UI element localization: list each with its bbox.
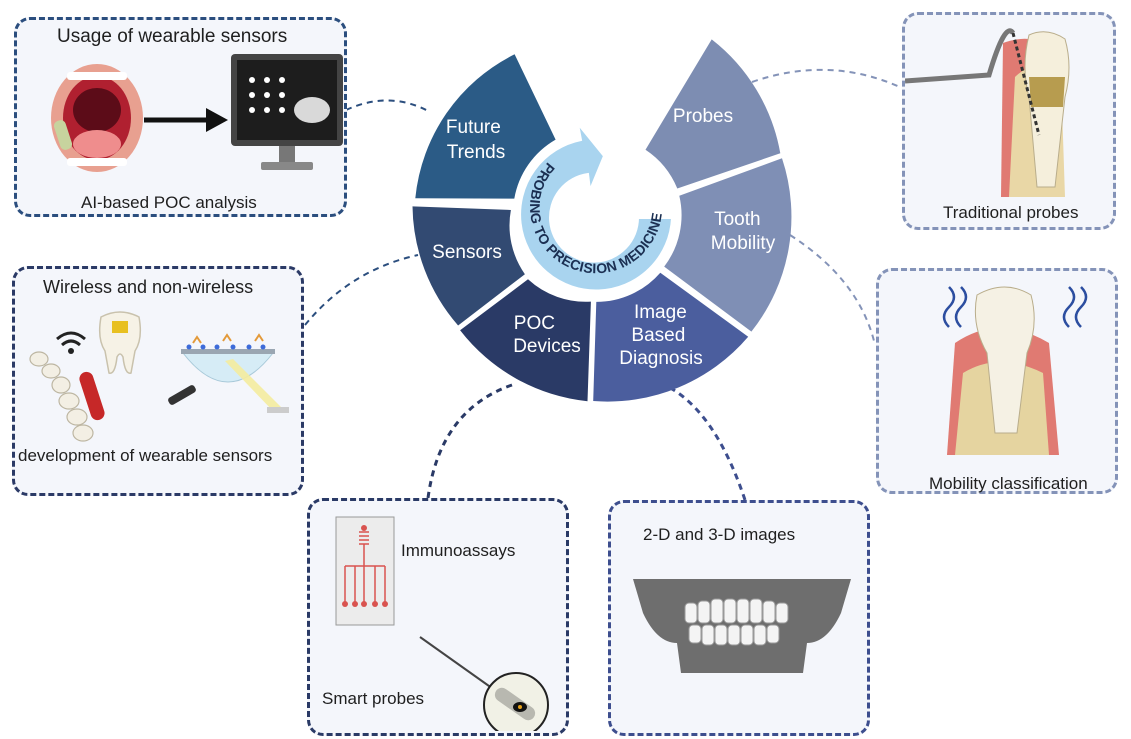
panel-traditional-probes: Traditional probes bbox=[902, 12, 1116, 230]
label-poc-devices: POC Devices bbox=[513, 313, 581, 357]
segment-tooth-mobility[interactable] bbox=[664, 158, 792, 332]
panel-caption: Traditional probes bbox=[943, 203, 1079, 222]
tooth-icon bbox=[98, 311, 142, 374]
connector-future bbox=[345, 99, 431, 113]
panel-caption: development of wearable sensors bbox=[18, 446, 273, 465]
jaw-skull-icon bbox=[633, 579, 851, 673]
connector-image bbox=[664, 383, 747, 501]
connector-poc bbox=[426, 383, 513, 499]
label-tooth-mobility: Tooth Mobility bbox=[711, 209, 776, 254]
segment-probes[interactable] bbox=[645, 39, 781, 189]
label-probes: Probes bbox=[673, 106, 733, 127]
label-future-trends: Future Trends bbox=[446, 117, 506, 163]
panel-wearable-usage: Usage of wearable sensors AI-based POC a… bbox=[14, 17, 347, 217]
dental-arch-icon bbox=[29, 351, 105, 442]
connector-probes bbox=[751, 68, 903, 89]
panel-caption: Mobility classification bbox=[929, 474, 1088, 493]
panel-title: Usage of wearable sensors bbox=[57, 26, 288, 47]
panel-mobility: Mobility classification bbox=[876, 268, 1118, 494]
panel-imaging: 2-D and 3-D images bbox=[608, 500, 870, 736]
arrow-right-icon bbox=[144, 108, 228, 132]
segment-sensors[interactable] bbox=[412, 206, 525, 326]
ring-arrow bbox=[519, 123, 674, 292]
segment-poc-devices[interactable] bbox=[460, 279, 591, 402]
panel-wireless: Wireless and non-wireless development of… bbox=[12, 266, 304, 496]
segment-future-trends[interactable] bbox=[415, 54, 556, 199]
biosensor-icon bbox=[168, 333, 289, 413]
label-image-based: Image Based Diagnosis bbox=[619, 302, 702, 369]
computer-monitor-icon bbox=[231, 54, 343, 170]
label-sensors: Sensors bbox=[432, 242, 502, 263]
panel-title: Immunoassays bbox=[401, 541, 516, 560]
mouth-icon bbox=[51, 64, 143, 172]
segment-image-based[interactable] bbox=[593, 272, 749, 402]
panel-title: 2-D and 3-D images bbox=[643, 525, 796, 544]
panel-title: Wireless and non-wireless bbox=[43, 277, 254, 297]
periodontal-probe-tooth-icon bbox=[905, 28, 1070, 197]
panel-smart-probes: Immunoassays Smart probes bbox=[307, 498, 569, 736]
panel-caption: AI-based POC analysis bbox=[81, 193, 257, 212]
microfluidic-chip-icon bbox=[335, 516, 395, 626]
probe-tip-icon bbox=[419, 636, 549, 731]
panel-caption: Smart probes bbox=[322, 689, 425, 708]
wifi-icon bbox=[56, 331, 86, 354]
mobile-tooth-icon bbox=[942, 286, 1088, 455]
connector-sensors bbox=[304, 254, 419, 326]
